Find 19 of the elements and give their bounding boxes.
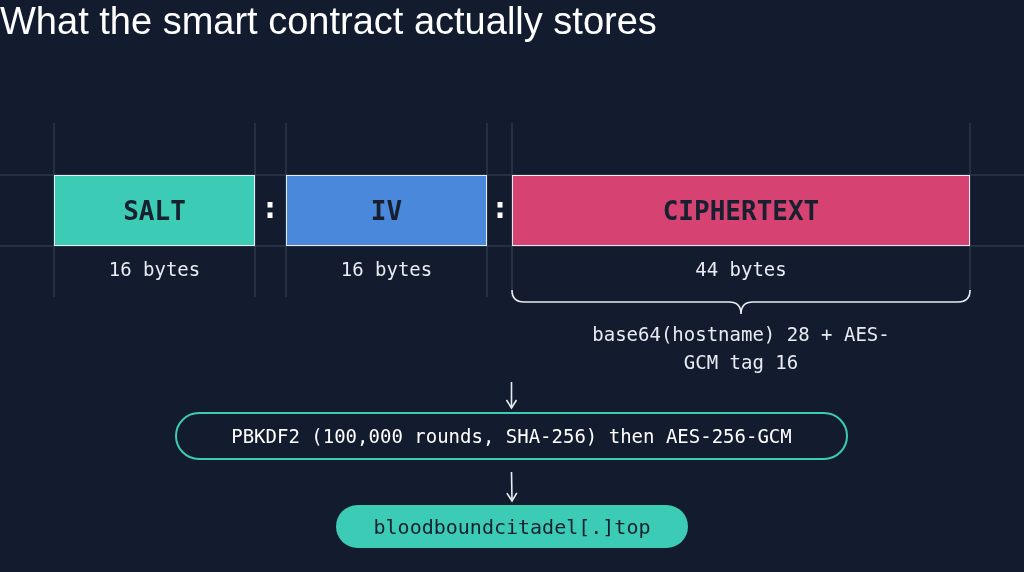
- byte-size-label: 44 bytes: [694, 258, 788, 280]
- byte-size-label: 16 bytes: [107, 258, 202, 280]
- arrow: [505, 381, 518, 409]
- node-text: IV: [370, 195, 403, 226]
- salt-field-box: [54, 175, 255, 246]
- byte-size-label: 16 bytes: [339, 258, 434, 280]
- node-text: PBKDF2 (100,000 rounds, SHA-256) then AES-256-GCM: [231, 425, 792, 447]
- node-text: CIPHERTEXT: [662, 195, 820, 226]
- separator-colon: :: [490, 190, 510, 225]
- node-text: SALT: [123, 195, 186, 226]
- title: What the smart contract actually stores: [0, 0, 658, 43]
- ciphertext-field-box: [512, 175, 970, 246]
- annotation-text: base64(hostname) 28 + AES-GCM tag 16: [591, 322, 891, 375]
- iv-field-box: [286, 175, 487, 246]
- result-pill: [336, 505, 688, 548]
- arrow: [506, 471, 518, 502]
- separator-colon: :: [260, 190, 280, 225]
- process-box: [175, 412, 848, 460]
- node-text: bloodboundcitadel[.]top: [373, 514, 651, 539]
